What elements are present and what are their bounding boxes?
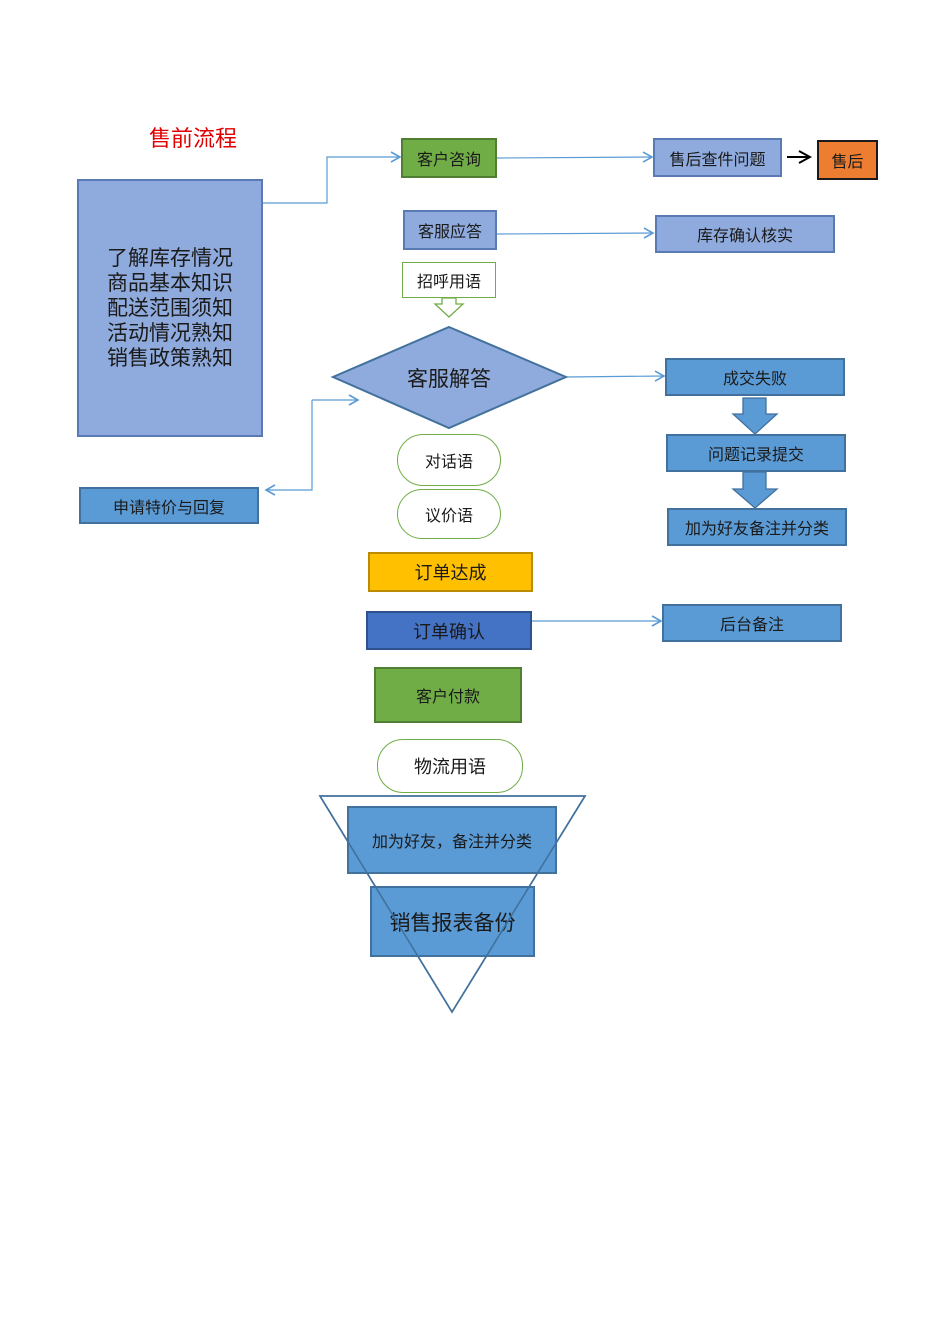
knowledge-line: 销售政策熟知 [107,345,233,370]
page-title: 售前流程 [148,127,237,152]
node-backend-note: 后台备注 [662,604,842,642]
node-deal-fail: 成交失败 [665,358,845,396]
record-to-friend-down-arrow [731,471,779,509]
node-greeting: 招呼用语 [402,262,496,298]
node-dialog: 对话语 [397,434,501,486]
node-consult: 客户咨询 [401,138,497,178]
knowledge-line: 活动情况熟知 [107,320,233,345]
node-aftersale: 售后 [817,140,878,180]
connector-consult-to-aftersale-check [495,151,654,163]
node-order-confirm: 订单确认 [366,611,532,650]
node-aftersale-check: 售后查件问题 [653,138,782,177]
knowledge-line: 了解库存情况 [107,245,233,270]
knowledge-line: 配送范围须知 [107,295,233,320]
connector-special-price-to-answer [264,400,313,496]
connector-answer-to-fail [565,370,666,382]
node-sales-report: 销售报表备份 [370,886,535,957]
cs-answer-diamond [330,325,569,430]
node-logistics: 物流用语 [377,739,523,793]
node-add-friend-right: 加为好友备注并分类 [667,508,847,546]
node-cs-reply: 客服应答 [403,210,497,250]
node-stock-verify: 库存确认核实 [655,215,835,253]
connector-reply-to-stock [496,227,655,239]
knowledge-box: 了解库存情况 商品基本知识 配送范围须知 活动情况熟知 销售政策熟知 [77,179,263,437]
node-add-friend-bottom: 加为好友，备注并分类 [347,806,557,874]
node-special-price: 申请特价与回复 [79,487,259,524]
connector-knowledge-to-consult [262,151,402,204]
node-cs-answer-label: 客服解答 [407,367,491,391]
fail-to-record-down-arrow [731,397,779,435]
greeting-down-arrow [433,297,465,318]
node-bargain: 议价语 [397,489,501,539]
node-payment: 客户付款 [374,667,522,723]
node-order-done: 订单达成 [368,552,533,592]
node-record-issue: 问题记录提交 [666,434,846,472]
knowledge-line: 商品基本知识 [107,270,233,295]
